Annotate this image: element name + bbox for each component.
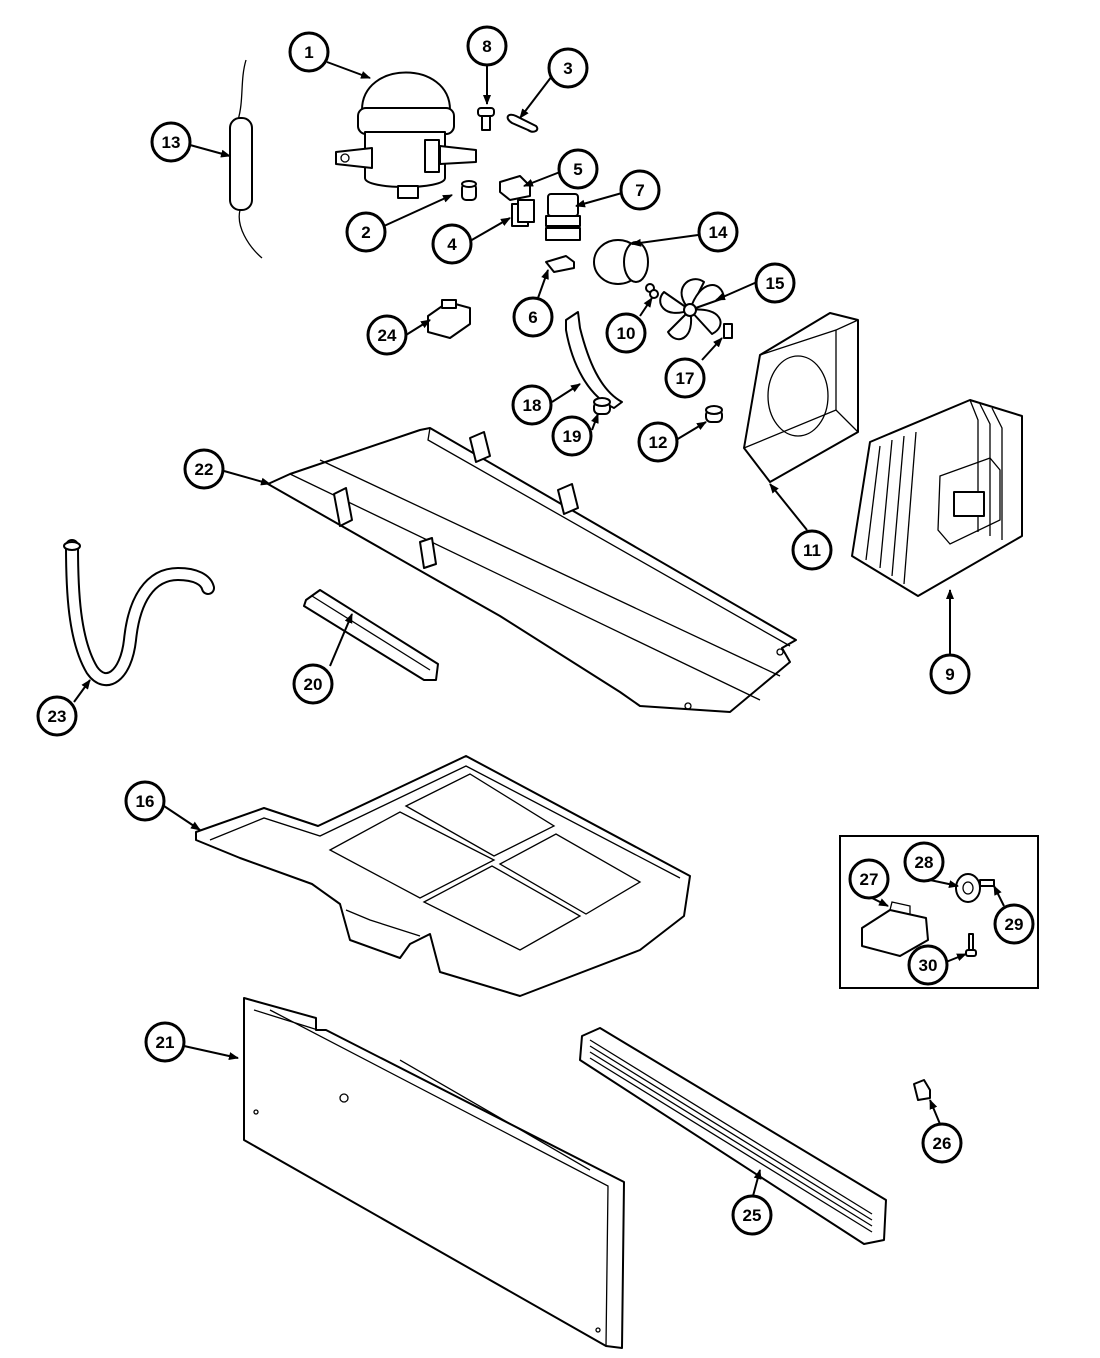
svg-text:14: 14 <box>709 223 728 242</box>
part-5-bracket <box>499 175 531 201</box>
callout-21: 21 <box>144 1021 186 1063</box>
svg-text:27: 27 <box>860 870 879 889</box>
svg-text:4: 4 <box>447 235 457 254</box>
callout-23: 23 <box>36 695 78 737</box>
callout-19: 19 <box>551 415 593 457</box>
callout-20: 20 <box>292 663 334 705</box>
svg-text:10: 10 <box>617 324 636 343</box>
svg-text:20: 20 <box>304 675 323 694</box>
part-1-compressor <box>335 71 477 199</box>
callout-13: 13 <box>150 121 192 163</box>
part-10-nut <box>649 289 659 299</box>
svg-text:28: 28 <box>915 853 934 872</box>
callout-9: 9 <box>929 653 971 695</box>
svg-text:30: 30 <box>919 956 938 975</box>
svg-text:7: 7 <box>635 181 644 200</box>
part-22-base-plate <box>267 427 797 713</box>
callout-22: 22 <box>183 448 225 490</box>
svg-text:17: 17 <box>676 369 695 388</box>
svg-text:5: 5 <box>573 160 582 179</box>
callout-14: 14 <box>697 211 739 253</box>
svg-text:8: 8 <box>482 37 491 56</box>
part-26-clip <box>913 1079 931 1101</box>
callout-17: 17 <box>664 357 706 399</box>
svg-text:15: 15 <box>766 274 785 293</box>
callout-25: 25 <box>731 1194 773 1236</box>
part-11-fan-shroud <box>743 312 859 483</box>
callout-11: 11 <box>791 529 833 571</box>
leader-lines <box>73 61 1005 1197</box>
part-8-screw <box>477 107 495 131</box>
svg-text:3: 3 <box>563 59 572 78</box>
svg-text:18: 18 <box>523 396 542 415</box>
svg-text:12: 12 <box>649 433 668 452</box>
svg-text:23: 23 <box>48 707 67 726</box>
callout-2: 2 <box>345 211 387 253</box>
part-29-pin <box>979 879 995 887</box>
svg-text:26: 26 <box>933 1134 952 1153</box>
part-3-clip <box>506 113 539 133</box>
svg-text:16: 16 <box>136 792 155 811</box>
callout-8: 8 <box>466 25 508 67</box>
callout-16: 16 <box>124 780 166 822</box>
callout-1: 1 <box>288 31 330 73</box>
part-25-grille <box>579 1027 887 1245</box>
callouts: 1 2 3 4 5 6 7 8 9 10 11 12 13 14 15 16 1… <box>36 25 1035 1236</box>
part-23-drain-hose <box>63 539 215 687</box>
svg-text:9: 9 <box>945 665 954 684</box>
callout-18: 18 <box>511 384 553 426</box>
part-9-condenser <box>851 399 1023 597</box>
part-20-channel <box>303 589 439 681</box>
svg-text:11: 11 <box>803 541 821 560</box>
part-7-overload <box>545 193 581 241</box>
part-18-strap <box>565 311 623 409</box>
svg-text:1: 1 <box>304 43 313 62</box>
part-13-drier <box>229 59 263 259</box>
svg-text:2: 2 <box>361 223 370 242</box>
callout-5: 5 <box>557 148 599 190</box>
callout-3: 3 <box>547 47 589 89</box>
part-17-clip <box>723 323 733 339</box>
callout-30: 30 <box>907 944 949 986</box>
svg-text:19: 19 <box>563 427 582 446</box>
part-27-bracket <box>861 901 929 957</box>
part-28-wheel <box>955 873 981 903</box>
callout-29: 29 <box>993 903 1035 945</box>
part-15-fan-blade <box>659 278 725 341</box>
part-6-clip <box>545 255 575 273</box>
part-12-grommet <box>705 405 723 423</box>
part-30-screw <box>965 933 977 957</box>
svg-text:13: 13 <box>162 133 181 152</box>
part-21-front-panel <box>243 997 625 1349</box>
callout-10: 10 <box>605 312 647 354</box>
svg-text:21: 21 <box>156 1033 175 1052</box>
svg-text:29: 29 <box>1005 915 1024 934</box>
part-14-fan-motor <box>593 239 655 293</box>
callout-12: 12 <box>637 421 679 463</box>
svg-text:22: 22 <box>195 460 214 479</box>
part-24-switch <box>427 299 471 339</box>
callout-26: 26 <box>921 1122 963 1164</box>
part-2-grommet <box>461 180 477 201</box>
svg-text:25: 25 <box>743 1206 762 1225</box>
callout-28: 28 <box>903 841 945 883</box>
callout-6: 6 <box>512 296 554 338</box>
svg-text:24: 24 <box>378 326 397 345</box>
svg-text:6: 6 <box>528 308 537 327</box>
callout-15: 15 <box>754 262 796 304</box>
part-19-grommet <box>593 397 611 415</box>
part-16-drain-pan <box>195 755 691 997</box>
callout-27: 27 <box>848 858 890 900</box>
callout-7: 7 <box>619 169 661 211</box>
callout-4: 4 <box>431 223 473 265</box>
callout-24: 24 <box>366 314 408 356</box>
part-4-relay <box>511 199 535 227</box>
